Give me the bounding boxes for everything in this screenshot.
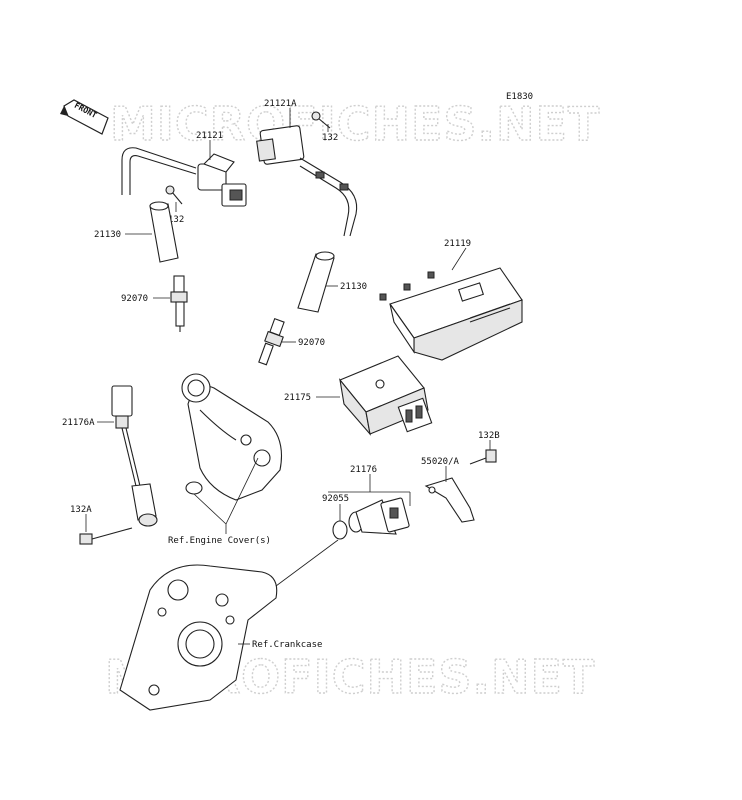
spark-plug-left [170,275,188,332]
label-21121: 21121 [196,131,223,141]
label-55020A: 55020/A [421,457,460,467]
label-21175: 21175 [284,393,311,403]
watermark-top: MICROFICHES.NET [110,97,600,151]
engine-cover [181,373,283,501]
ref-engine-cover: Ref.Engine Cover(s) [168,536,271,546]
spark-plug-right [258,318,285,366]
o-ring-92055 [332,520,348,540]
label-21130-left: 21130 [94,230,121,240]
sensor-21176A [111,385,158,527]
bolt-132B [469,449,497,465]
front-arrow-icon: FRONT [60,99,109,135]
label-21119: 21119 [444,239,471,249]
label-21176: 21176 [350,465,377,475]
ecu-21119 [379,267,523,361]
label-92070-right: 92070 [298,338,325,348]
label-21130-right: 21130 [340,282,367,292]
sensor-21176 [348,497,410,535]
ref-crankcase: Ref.Crankcase [252,640,322,650]
label-92055: 92055 [322,494,349,504]
regulator-21175 [339,355,433,436]
ignition-coil-right [256,125,358,237]
crankcase [119,564,278,711]
bracket-55020A [424,477,475,523]
plug-cap-right [297,251,335,313]
label-132B: 132B [478,431,500,441]
label-92070-left: 92070 [121,294,148,304]
o-ring-cover [185,481,203,495]
plug-cap-left [149,201,179,263]
label-132-top: 132 [322,133,338,143]
label-21121A: 21121A [264,99,297,109]
label-132A: 132A [70,505,92,515]
label-21176A: 21176A [62,418,95,428]
diagram-code: E1830 [506,92,533,102]
label-132-mid: 132 [168,215,184,225]
bolt-132-mid [165,185,183,205]
ignition-coil-left [121,147,247,207]
bolt-132A [79,527,133,545]
